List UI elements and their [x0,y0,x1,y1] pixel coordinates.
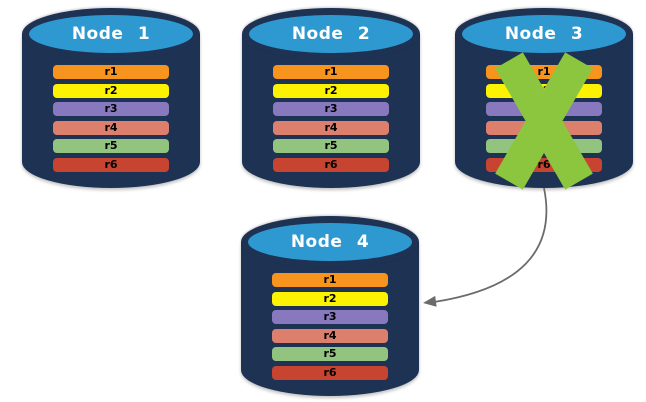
replica-row: r4 [272,328,388,343]
replica-row: r4 [273,120,389,135]
node-3-cylinder: Node 3 r1 r2 r3 r4 r5 r6 [455,8,633,191]
replica-row: r1 [272,273,388,287]
replica-row: r5 [272,347,388,361]
replica-row: r2 [53,83,169,98]
replica-row: r3 [53,102,169,116]
node-2-cylinder: Node 2 r1 r2 r3 r4 r5 r6 [242,8,420,188]
replica-row: r5 [273,139,389,153]
replica-rows: r1 r2 r3 r4 r5 r6 [273,65,389,172]
replica-row: r6 [53,157,169,172]
replica-row: r1 [273,65,389,79]
replica-row: r6 [272,365,388,380]
cylinder-top [462,15,626,53]
replica-row: r6 [273,157,389,172]
arrow-head-icon [423,295,437,307]
replica-row: r3 [272,310,388,324]
node-label: Node 3 [504,24,584,44]
node-4-cylinder: Node 4 r1 r2 r3 r4 r5 r6 [241,216,419,396]
arrow-curve [433,187,548,303]
x-mark-icon [494,51,594,191]
replica-row: r2 [272,291,388,306]
replica-rows: r1 r2 r3 r4 r5 r6 [53,65,169,172]
node-label: Node 2 [291,24,371,44]
replica-row: r4 [53,120,169,135]
replica-row: r3 [273,102,389,116]
replica-rows: r1 r2 r3 r4 r5 r6 [272,273,388,380]
replica-row: r5 [53,139,169,153]
node-label: Node 4 [290,232,370,252]
node-1-cylinder: Node 1 r1 r2 r3 r4 r5 r6 [22,8,200,188]
replica-row: r2 [273,83,389,98]
cylinder-top [248,223,412,261]
cylinder-top [249,15,413,53]
cylinder-top [29,15,193,53]
replica-row: r1 [53,65,169,79]
node-label: Node 1 [71,24,151,44]
